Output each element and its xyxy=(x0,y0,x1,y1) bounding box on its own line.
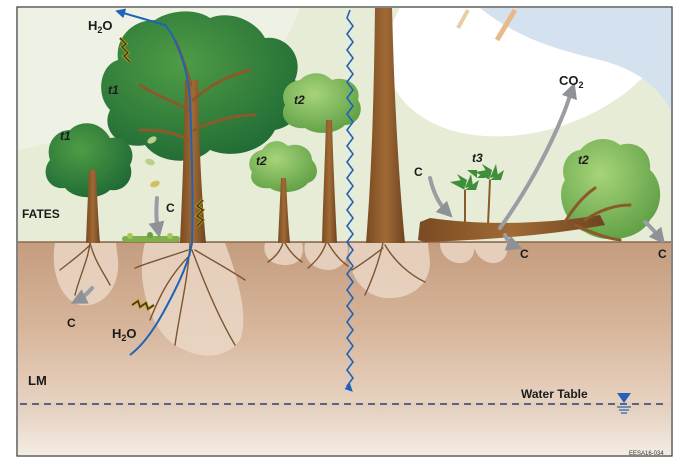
carbon-label-log: C xyxy=(414,165,423,179)
soil xyxy=(18,242,671,455)
carbon-label-right: C xyxy=(658,247,667,261)
carbon-label-log-soil: C xyxy=(520,247,529,261)
carbon-label-litter: C xyxy=(166,201,175,215)
figure-code: EESA16-034 xyxy=(629,451,664,457)
tree-label-t2-small: t2 xyxy=(256,154,267,168)
tree-label-t1-small: t1 xyxy=(60,129,71,143)
tree-label-t3: t3 xyxy=(472,151,483,165)
fates-label: FATES xyxy=(22,207,60,221)
tree-label-t2-right: t2 xyxy=(578,153,589,167)
leaf-litter xyxy=(122,232,180,242)
water-table-label: Water Table xyxy=(521,387,588,401)
tree-label-t1-large: t1 xyxy=(108,83,119,97)
lm-label: LM xyxy=(28,373,47,388)
carbon-label-root: C xyxy=(67,316,76,330)
tree-label-t2-mid: t2 xyxy=(294,93,305,107)
